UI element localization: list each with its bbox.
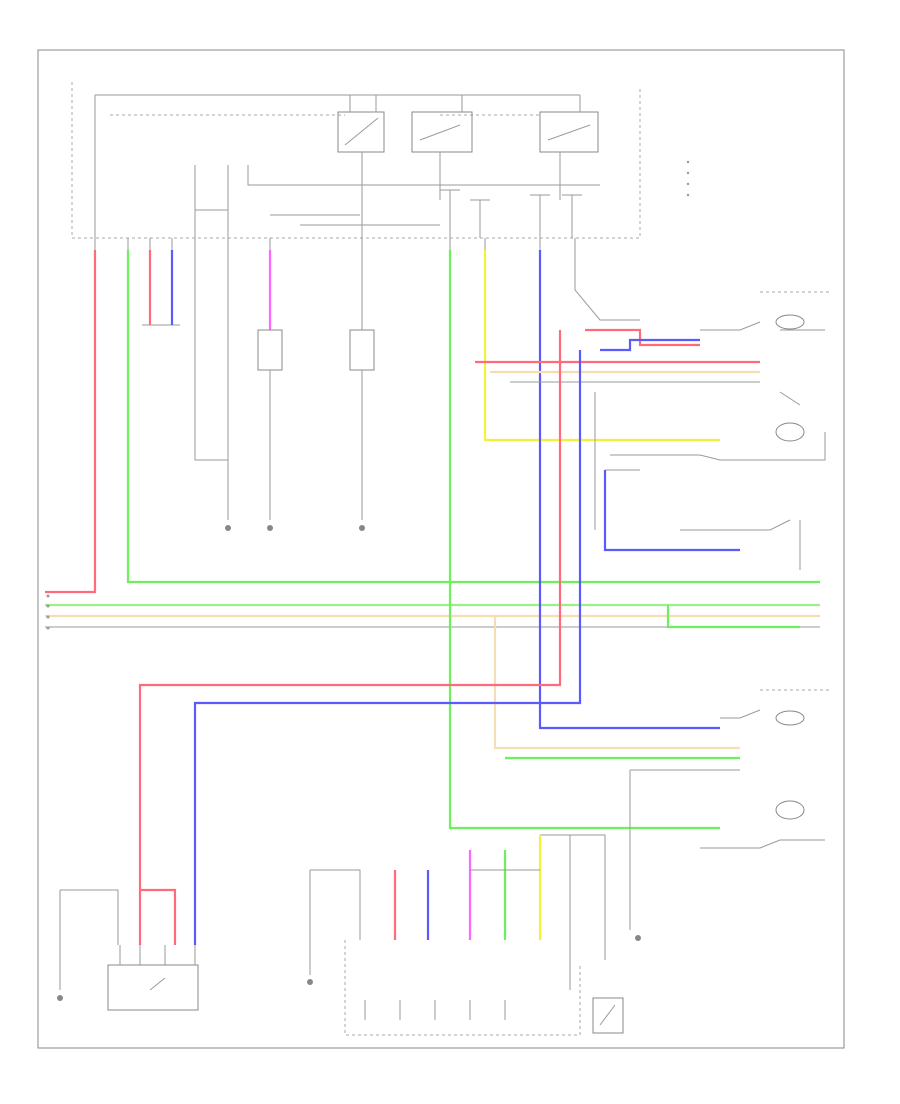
- bottom-control-unit: [307, 834, 624, 1036]
- left-pin-stubs: [148, 250, 174, 325]
- right-lower-switch: [493, 616, 825, 941]
- relay-1: [337, 95, 385, 200]
- gray-wire-right: [574, 250, 640, 321]
- pink-wire-circuit: [257, 250, 283, 531]
- green-wire-right: [448, 250, 720, 830]
- fuse-group: [361, 189, 582, 238]
- right-mid-switch: [603, 432, 826, 570]
- left-fuse-block: [142, 250, 231, 531]
- blue-wire-right: [538, 250, 720, 730]
- module-connector-pins: [94, 238, 576, 250]
- control-module: [71, 82, 641, 250]
- green-wire-branch: [666, 605, 800, 629]
- right-upper-switch: [475, 314, 825, 530]
- blue-wire-loop: [193, 350, 582, 945]
- relay-3: [539, 95, 599, 200]
- green-wire-main: [126, 250, 820, 584]
- red-wire-loop: [138, 330, 562, 945]
- relay-2: [411, 95, 473, 200]
- yellow-wire: [483, 250, 720, 442]
- legend: [686, 160, 690, 197]
- lower-left-switch: [57, 888, 199, 1011]
- diagram-frame: [37, 49, 845, 1049]
- red-wire-main: [45, 250, 97, 594]
- gray-wire-circuit: [349, 250, 375, 531]
- left-edge-connectors: [46, 594, 50, 630]
